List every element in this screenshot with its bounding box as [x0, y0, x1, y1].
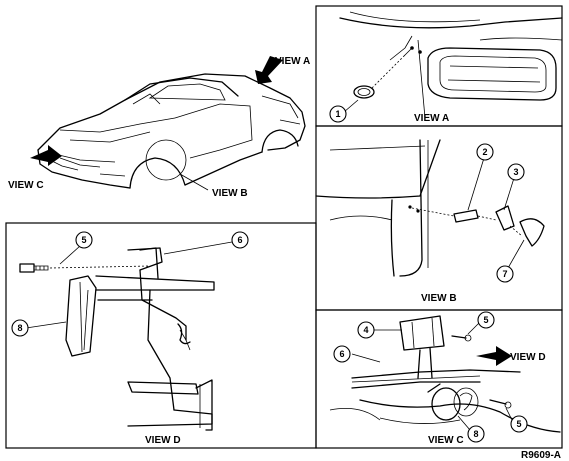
callout-2: 2	[476, 143, 494, 161]
callout-6-view-c: 6	[333, 345, 351, 363]
view-a-pointer-label: VIEW A	[275, 56, 310, 67]
callout-1-label: 1	[335, 109, 340, 119]
callout-8-label: 8	[473, 429, 478, 439]
view-b-detail	[315, 139, 545, 277]
callout-1: 1	[329, 105, 347, 123]
view-d-arrow	[476, 346, 512, 366]
callout-5-view-d: 5	[75, 231, 93, 249]
callout-3-label: 3	[513, 167, 518, 177]
callout-6-label: 6	[237, 235, 242, 245]
view-d-pointer-label: VIEW D	[510, 352, 546, 363]
view-a-detail	[339, 11, 563, 119]
callout-5-view-c-top: 5	[477, 311, 495, 329]
figure-id: R9609-A	[521, 450, 561, 461]
callout-5-label: 5	[81, 235, 86, 245]
view-a-caption: VIEW A	[414, 113, 449, 124]
callout-8-view-d: 8	[11, 319, 29, 337]
callout-6-view-d: 6	[231, 231, 249, 249]
view-d-detail	[19, 247, 215, 431]
view-d-caption: VIEW D	[145, 435, 181, 446]
view-c-pointer-label: VIEW C	[8, 180, 44, 191]
callout-5-view-c-bottom: 5	[510, 415, 528, 433]
callout-4: 4	[357, 321, 375, 339]
callout-5-label: 5	[483, 315, 488, 325]
callout-5-label: 5	[516, 419, 521, 429]
callout-3: 3	[507, 163, 525, 181]
view-a-arrow	[255, 56, 283, 84]
view-b-detail-circle	[145, 139, 187, 181]
panel-view-d	[5, 222, 317, 449]
view-b-pointer-label: VIEW B	[212, 188, 248, 199]
panel-view-b	[315, 125, 563, 311]
view-b-caption: VIEW B	[421, 293, 457, 304]
callout-4-label: 4	[363, 325, 368, 335]
callout-8-label: 8	[17, 323, 22, 333]
callout-8-view-c: 8	[467, 425, 485, 443]
view-c-caption: VIEW C	[428, 435, 464, 446]
car-illustration	[37, 73, 306, 189]
view-c-arrow	[30, 145, 62, 166]
callout-2-label: 2	[482, 147, 487, 157]
view-c-detail	[329, 315, 561, 433]
callout-7: 7	[496, 265, 514, 283]
panel-view-a	[315, 5, 563, 127]
callout-7-label: 7	[502, 269, 507, 279]
callout-6-label: 6	[339, 349, 344, 359]
